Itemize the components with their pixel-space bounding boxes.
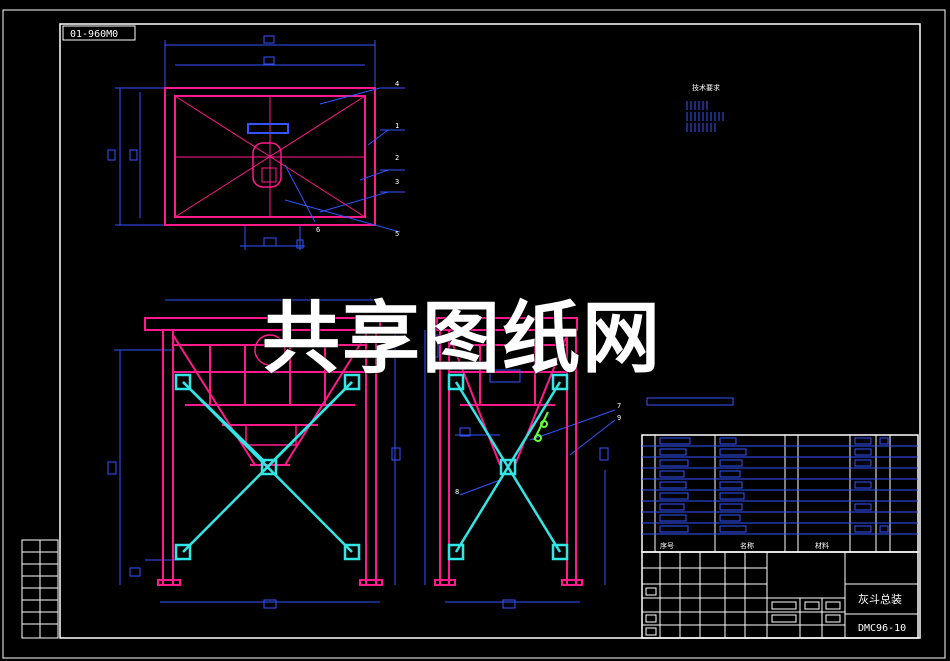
leader-number: 5: [395, 230, 399, 238]
leader-number: 4: [395, 80, 399, 88]
parts-list-header: 序号: [660, 541, 674, 550]
label-box: [62, 25, 136, 41]
watermark: 共享图纸网: [262, 293, 663, 384]
leader-number: 9: [617, 414, 621, 422]
drawing-number: DMC96-10: [858, 623, 906, 634]
leader-number: 8: [455, 488, 459, 496]
side-view: 7 9 8: [424, 317, 621, 609]
leader-number: 3: [395, 178, 399, 186]
notes-header: 技术要求: [692, 83, 720, 92]
title-block: 灰斗总装 DMC96-10: [641, 551, 919, 639]
leader-number: 2: [395, 154, 399, 162]
inner-border: [59, 23, 921, 639]
left-margin-table: [21, 539, 59, 639]
leader-number: 6: [316, 226, 320, 234]
leader-number: 1: [395, 122, 399, 130]
outer-border: [2, 9, 946, 659]
parts-list-header: 材料: [815, 541, 829, 550]
drawing-title: 灰斗总装: [858, 592, 902, 606]
technical-notes: 技术要求: [646, 83, 734, 406]
label-box-text: 01-960M0: [70, 29, 118, 40]
parts-list: 序号 名称 材料: [641, 434, 919, 553]
top-view: 4 1 2 3 5 6: [107, 35, 405, 250]
front-view: [107, 299, 401, 609]
leader-number: 7: [617, 402, 621, 410]
parts-list-header: 名称: [740, 541, 754, 550]
